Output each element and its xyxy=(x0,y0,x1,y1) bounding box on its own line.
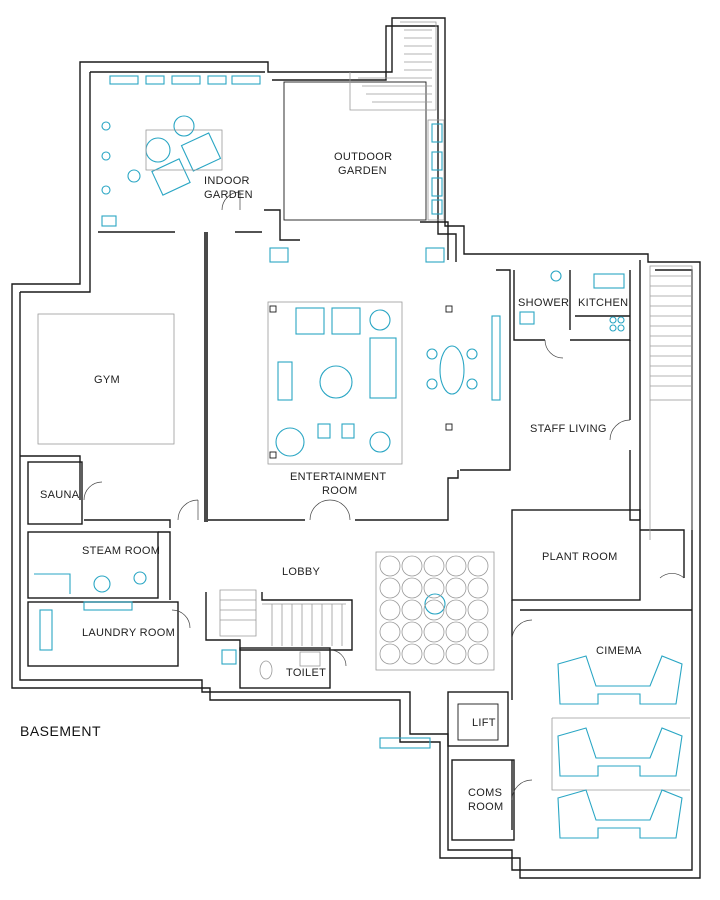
label-indoor-garden-1: INDOOR xyxy=(204,175,250,187)
rug-pattern-circle xyxy=(445,599,467,621)
label-gym: GYM xyxy=(94,374,120,386)
label-kitchen: KITCHEN xyxy=(578,297,628,309)
lobby-rug xyxy=(375,551,495,671)
rug-pattern-circle xyxy=(379,599,401,621)
outer-walls xyxy=(11,17,701,879)
rug-pattern-circle xyxy=(379,555,401,577)
label-toilet: TOILET xyxy=(286,667,326,679)
rug-pattern-circle xyxy=(445,555,467,577)
label-outdoor-garden-1: OUTDOOR xyxy=(334,151,392,163)
rug-pattern-circle xyxy=(401,599,423,621)
label-entertainment-2: ROOM xyxy=(322,485,357,497)
stairs-lobby xyxy=(219,589,346,646)
room-labels: INDOOR GARDEN OUTDOOR GARDEN GYM SAUNA S… xyxy=(20,151,642,813)
indoor-garden-furniture xyxy=(101,75,261,227)
stairs-right xyxy=(649,265,693,540)
label-shower: SHOWER xyxy=(518,297,569,309)
rug-pattern-circle xyxy=(401,621,423,643)
rug-pattern-circle xyxy=(467,621,489,643)
plan-title: BASEMENT xyxy=(20,723,101,739)
rug-pattern-circle xyxy=(423,643,445,665)
rug-pattern-circle xyxy=(401,555,423,577)
label-indoor-garden-2: GARDEN xyxy=(204,189,253,201)
rug-pattern-circle xyxy=(379,643,401,665)
rug-pattern-circle xyxy=(467,599,489,621)
rug-pattern-circle xyxy=(423,621,445,643)
rug-pattern-circle xyxy=(401,577,423,599)
label-sauna: SAUNA xyxy=(40,489,80,501)
rug-pattern-circle xyxy=(379,621,401,643)
label-outdoor-garden-2: GARDEN xyxy=(338,165,387,177)
entertainment-furniture xyxy=(267,301,501,465)
label-coms-room-2: ROOM xyxy=(468,801,503,813)
label-lobby: LOBBY xyxy=(282,566,321,578)
interior-walls xyxy=(20,81,692,841)
cinema-seats xyxy=(557,655,683,839)
doors xyxy=(83,191,685,801)
rug-pattern-circle xyxy=(401,643,423,665)
label-plant-room: PLANT ROOM xyxy=(542,551,618,563)
rug-pattern-circle xyxy=(423,599,445,621)
misc-fixtures xyxy=(34,571,431,749)
rug-pattern-circle xyxy=(445,577,467,599)
rug-pattern-circle xyxy=(445,643,467,665)
label-coms-room-1: COMS xyxy=(468,787,502,799)
label-cinema: CIMEMA xyxy=(596,645,642,657)
rug-pattern-circle xyxy=(423,555,445,577)
rug-pattern-circle xyxy=(379,577,401,599)
shower-kitchen-fixtures xyxy=(519,270,625,332)
label-entertainment-1: ENTERTAINMENT xyxy=(290,471,386,483)
rug-pattern-circle xyxy=(423,577,445,599)
stairs-top xyxy=(349,21,445,221)
label-lift: LIFT xyxy=(472,717,496,729)
rug-pattern-circle xyxy=(467,577,489,599)
outdoor-garden-furniture xyxy=(269,123,445,263)
rug-pattern-circle xyxy=(445,621,467,643)
rug-pattern-circle xyxy=(467,643,489,665)
label-steam-room: STEAM ROOM xyxy=(82,545,160,557)
rug-pattern-circle xyxy=(467,555,489,577)
label-laundry-room: LAUNDRY ROOM xyxy=(82,627,175,639)
label-staff-living: STAFF LIVING xyxy=(530,423,607,435)
